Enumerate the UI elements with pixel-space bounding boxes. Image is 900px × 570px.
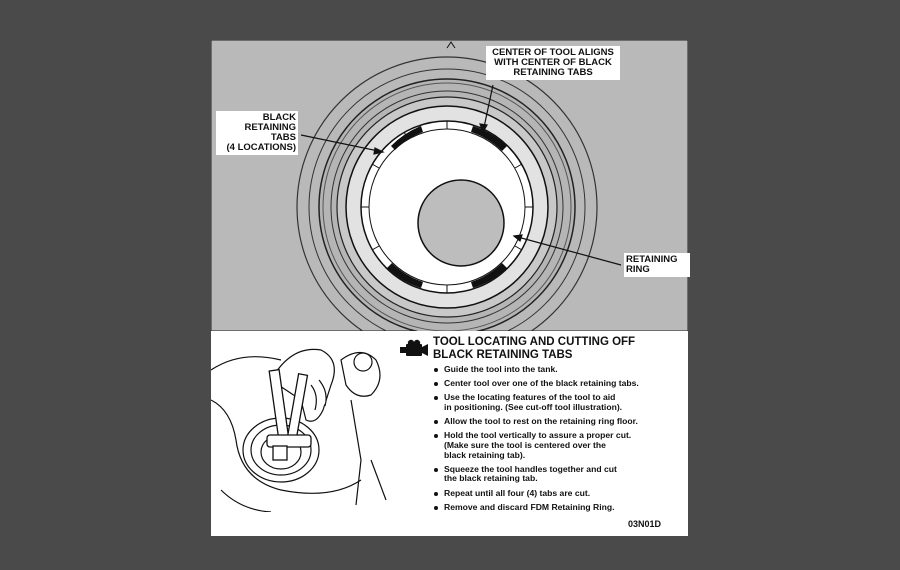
step-item: Hold the tool vertically to assure a pro… xyxy=(432,431,694,460)
step-item: Repeat until all four (4) tabs are cut. xyxy=(432,488,694,499)
callout-tabs-line-2: RETAINING xyxy=(244,122,296,133)
black-retaining-tabs xyxy=(387,126,507,288)
callout-retaining-ring: RETAINING RING xyxy=(624,253,690,277)
callout-center-line-1: CENTER OF TOOL ALIGNS xyxy=(492,47,614,58)
step-item: Center tool over one of the black retain… xyxy=(432,379,694,389)
callout-tabs-line-1: BLACK xyxy=(262,112,296,123)
callout-center-of-tool: CENTER OF TOOL ALIGNS WITH CENTER OF BLA… xyxy=(486,46,620,80)
tool-in-hand-illustration xyxy=(211,340,391,512)
step-item: Squeeze the tool handles together and cu… xyxy=(432,464,694,484)
heading-line-1: TOOL LOCATING AND CUTTING OFF xyxy=(433,336,636,348)
callout-tabs-line-3: TABS xyxy=(270,132,296,143)
step-item: Use the locating features of the tool to… xyxy=(432,393,694,412)
step-item: Guide the tool into the tank. xyxy=(432,364,694,375)
callout-center-line-2: WITH CENTER OF BLACK xyxy=(494,57,612,68)
figure-code: 03N01D xyxy=(628,519,662,529)
video-camera-icon xyxy=(400,339,428,356)
callout-ring-line-2: RING xyxy=(626,264,650,275)
callout-ring-line-1: RETAINING xyxy=(626,254,678,265)
step-item: Remove and discard FDM Retaining Ring. xyxy=(432,502,694,513)
callout-black-retaining-tabs: BLACK RETAINING TABS (4 LOCATIONS) xyxy=(216,111,298,155)
step-item: Allow the tool to rest on the retaining … xyxy=(432,417,694,427)
callout-center-line-3: RETAINING TABS xyxy=(513,67,593,78)
procedure-heading: TOOL LOCATING AND CUTTING OFF BLACK RETA… xyxy=(433,336,693,362)
retaining-ring-illustration xyxy=(211,40,688,331)
heading-line-2: BLACK RETAINING TABS xyxy=(433,349,573,361)
callout-tabs-line-4: (4 LOCATIONS) xyxy=(226,142,297,153)
procedure-steps: Guide the tool into the tank. Center too… xyxy=(432,364,694,517)
